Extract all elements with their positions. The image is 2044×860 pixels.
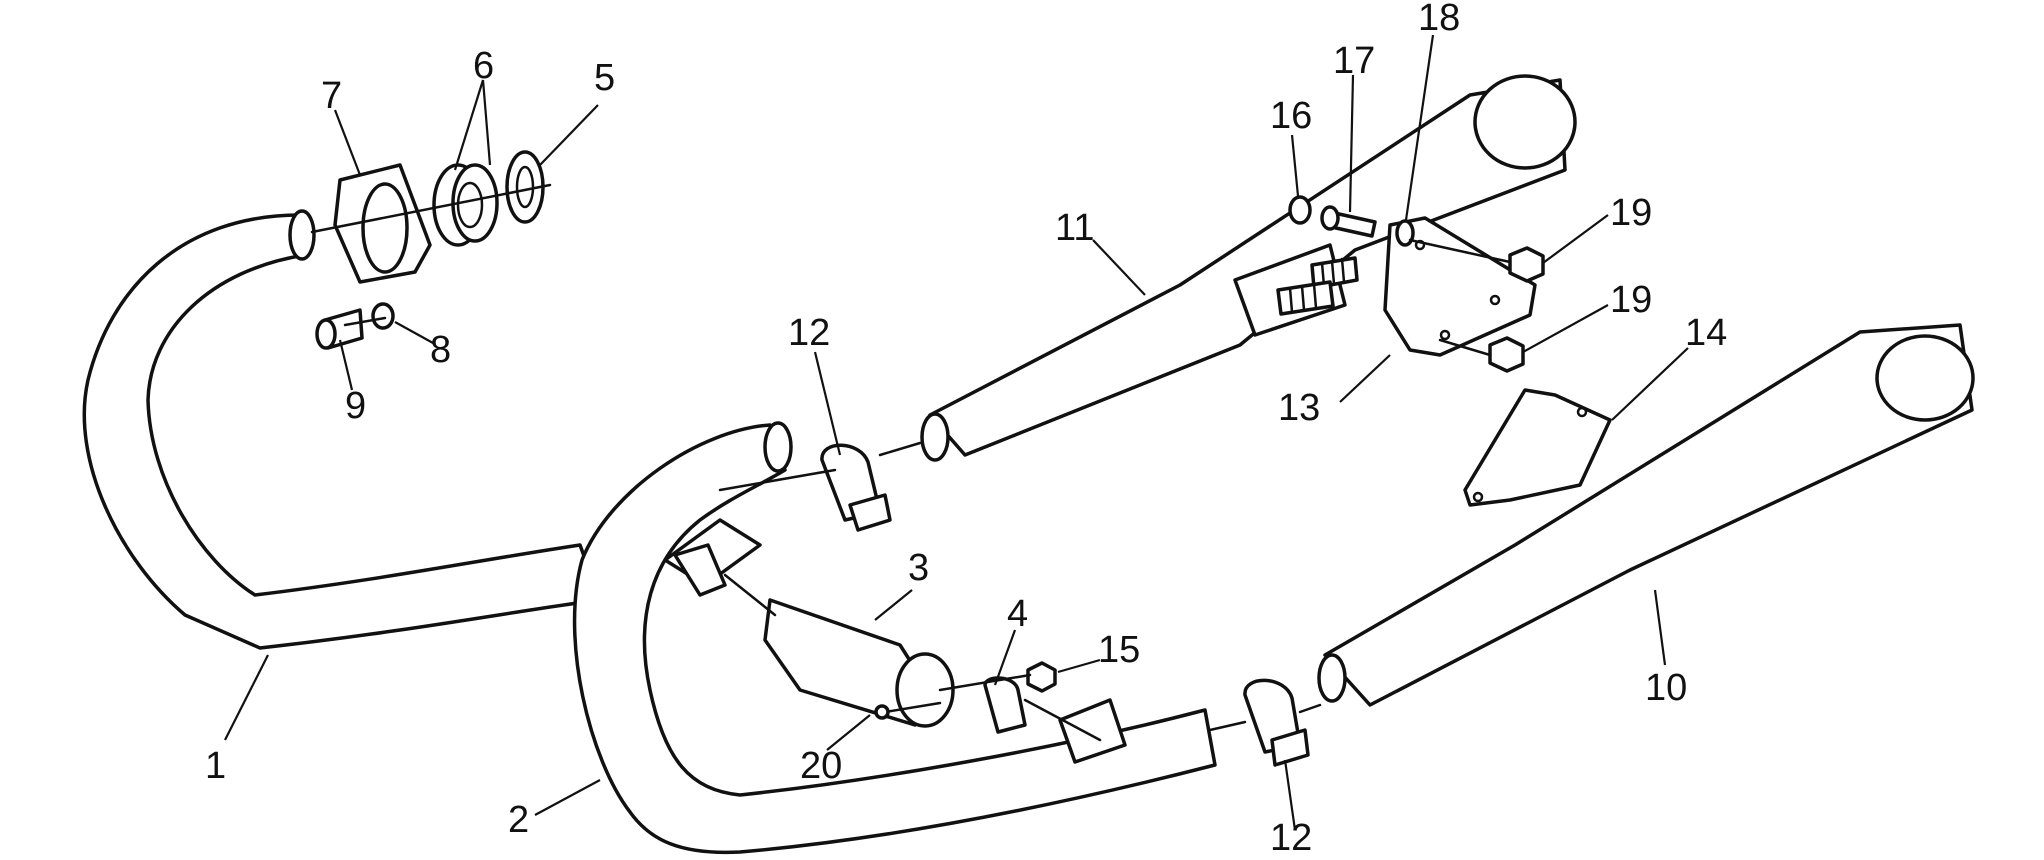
callout-5: 5 [594, 57, 615, 99]
callout-18: 18 [1418, 0, 1460, 39]
callout-17: 17 [1333, 40, 1375, 82]
callout-8: 8 [430, 329, 451, 371]
clamp-12-upper [820, 443, 892, 532]
flange-7 [333, 163, 432, 284]
assembly-axis-lines [310, 183, 1512, 742]
callout-9: 9 [345, 385, 366, 427]
callout-2: 2 [508, 799, 529, 841]
muffler-11 [920, 74, 1577, 462]
nut-15 [1026, 661, 1057, 693]
bolt-17 [1320, 205, 1377, 238]
callout-4: 4 [1007, 593, 1028, 635]
callout-12-upper: 12 [788, 312, 830, 354]
exhaust-pipe-1 [82, 209, 602, 650]
callout-3: 3 [908, 547, 929, 589]
callout-11: 11 [1055, 207, 1094, 249]
callout-19-lower: 19 [1610, 279, 1652, 321]
spacer-9 [315, 308, 364, 350]
gasket-6 [432, 163, 499, 247]
callout-19-upper: 19 [1610, 192, 1652, 234]
callout-1: 1 [205, 745, 226, 787]
washer-18 [1395, 219, 1415, 247]
callout-labels: 1 2 3 4 5 6 7 8 9 10 11 12 12 13 14 15 1… [205, 0, 1727, 859]
callout-20: 20 [800, 745, 842, 787]
nut-19-upper [1508, 246, 1545, 283]
callout-6: 6 [473, 45, 494, 87]
stud-lower [1276, 280, 1335, 316]
washer-16 [1288, 195, 1312, 225]
bracket-14 [1463, 388, 1612, 507]
callout-15: 15 [1098, 629, 1140, 671]
leader-lines [224, 34, 1689, 831]
clamp-4 [983, 676, 1027, 734]
callout-14: 14 [1685, 312, 1727, 354]
callout-13: 13 [1278, 387, 1320, 429]
callout-7: 7 [321, 75, 342, 117]
nut-19-lower [1488, 336, 1525, 373]
callout-12-lower: 12 [1270, 817, 1312, 859]
callout-10: 10 [1645, 667, 1687, 709]
bracket-13 [1383, 216, 1537, 357]
muffler-10 [1317, 323, 1975, 707]
callout-16: 16 [1270, 95, 1312, 137]
clamp-12-lower [1243, 678, 1310, 767]
stud-upper [1310, 256, 1359, 290]
nut-8 [371, 302, 395, 330]
bolt-20 [874, 701, 942, 720]
